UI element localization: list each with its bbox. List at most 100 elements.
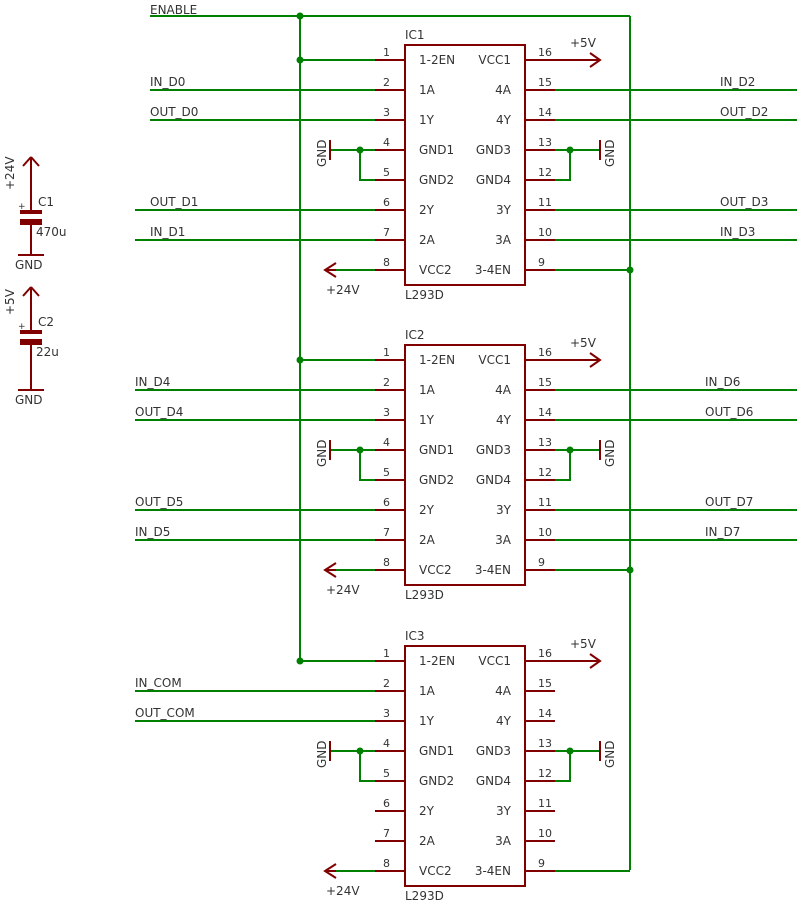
pin-name: 3-4EN: [475, 864, 511, 878]
pin-number: 13: [538, 737, 552, 750]
ic-type: L293D: [405, 588, 444, 602]
pin-number: 13: [538, 136, 552, 149]
c2-ref: C2: [38, 315, 54, 329]
pin-name: 1-2EN: [419, 53, 455, 67]
pin-name: VCC1: [478, 654, 511, 668]
pin-name: VCC1: [478, 353, 511, 367]
pin-number: 10: [538, 827, 552, 840]
net-label: IN_D5: [135, 525, 170, 539]
gnd-label: GND: [603, 740, 617, 768]
pin-name: 3A: [495, 834, 512, 848]
pin-name: GND3: [476, 143, 511, 157]
svg-text:+: +: [18, 202, 26, 212]
pin-name: 3A: [495, 233, 512, 247]
pin-name: 4Y: [496, 714, 512, 728]
ic-body: [404, 645, 526, 887]
net-label: OUT_D2: [720, 105, 768, 119]
pin-name: VCC2: [419, 263, 452, 277]
supply-24v-label: +24V: [326, 583, 360, 597]
pin-number: 3: [383, 106, 390, 119]
ic-3: IC3L293D11-2EN16VCC121A154AIN_COM31Y144Y…: [135, 629, 630, 903]
c1-supply-label: +24V: [3, 156, 17, 190]
pin-number: 7: [383, 526, 390, 539]
net-label: IN_D1: [150, 225, 185, 239]
pin-number: 7: [383, 226, 390, 239]
pin-number: 6: [383, 797, 390, 810]
pin-name: 3-4EN: [475, 563, 511, 577]
gnd-label: GND: [603, 139, 617, 167]
pin-name: 4A: [495, 83, 512, 97]
pin-name: 1A: [419, 83, 436, 97]
pin-number: 16: [538, 346, 552, 359]
pin-number: 6: [383, 496, 390, 509]
c1-gnd-label: GND: [15, 258, 43, 272]
net-label: OUT_D4: [135, 405, 183, 419]
pin-number: 13: [538, 436, 552, 449]
pin-number: 12: [538, 767, 552, 780]
pin-name: GND2: [419, 173, 454, 187]
enable-net: ENABLE: [150, 3, 631, 870]
pin-number: 14: [538, 707, 552, 720]
pin-name: 3Y: [496, 203, 512, 217]
pin-name: 4Y: [496, 113, 512, 127]
pin-number: 3: [383, 406, 390, 419]
pin-number: 3: [383, 707, 390, 720]
pin-number: 9: [538, 256, 545, 269]
pin-number: 8: [383, 256, 390, 269]
pin-name: VCC1: [478, 53, 511, 67]
pin-name: 4A: [495, 684, 512, 698]
pin-name: 2A: [419, 834, 436, 848]
pin-name: 2Y: [419, 203, 435, 217]
pin-name: GND4: [476, 473, 511, 487]
net-label: IN_D4: [135, 375, 170, 389]
c2-supply-label: +5V: [3, 288, 17, 315]
pin-number: 9: [538, 556, 545, 569]
net-label: IN_D7: [705, 525, 740, 539]
supply-24v-label: +24V: [326, 283, 360, 297]
pin-number: 5: [383, 767, 390, 780]
net-label: IN_D3: [720, 225, 755, 239]
ic-ref: IC2: [405, 328, 425, 342]
c1-ref: C1: [38, 195, 54, 209]
net-label: IN_D0: [150, 75, 185, 89]
gnd-label: GND: [315, 139, 329, 167]
pin-number: 4: [383, 436, 390, 449]
pin-name: VCC2: [419, 563, 452, 577]
pin-number: 1: [383, 647, 390, 660]
pin-number: 6: [383, 196, 390, 209]
net-label: OUT_D5: [135, 495, 183, 509]
pin-name: 2Y: [419, 503, 435, 517]
net-label: OUT_D7: [705, 495, 753, 509]
pin-number: 12: [538, 166, 552, 179]
pin-name: 2Y: [419, 804, 435, 818]
pin-number: 11: [538, 797, 552, 810]
ic-body: [404, 344, 526, 586]
c1-value: 470u: [36, 225, 67, 239]
pin-name: GND2: [419, 473, 454, 487]
pin-number: 14: [538, 406, 552, 419]
pin-number: 11: [538, 196, 552, 209]
pin-number: 4: [383, 136, 390, 149]
enable-label: ENABLE: [150, 3, 197, 17]
ic-body: [404, 44, 526, 286]
pin-number: 4: [383, 737, 390, 750]
pin-number: 5: [383, 466, 390, 479]
pin-number: 11: [538, 496, 552, 509]
pin-name: 1-2EN: [419, 654, 455, 668]
net-label: IN_D2: [720, 75, 755, 89]
net-label: IN_D6: [705, 375, 740, 389]
pin-name: 2A: [419, 233, 436, 247]
pin-number: 15: [538, 376, 552, 389]
c2-gnd-label: GND: [15, 393, 43, 407]
pin-name: 1Y: [419, 113, 435, 127]
pin-name: GND1: [419, 744, 454, 758]
pin-name: 3A: [495, 533, 512, 547]
capacitor-c2: +5V + C2 22u GND: [3, 286, 59, 407]
pin-number: 8: [383, 857, 390, 870]
net-label: IN_COM: [135, 676, 182, 690]
pin-name: 3Y: [496, 804, 512, 818]
pin-number: 15: [538, 76, 552, 89]
pin-name: 4A: [495, 383, 512, 397]
supply-5v-label: +5V: [570, 36, 597, 50]
